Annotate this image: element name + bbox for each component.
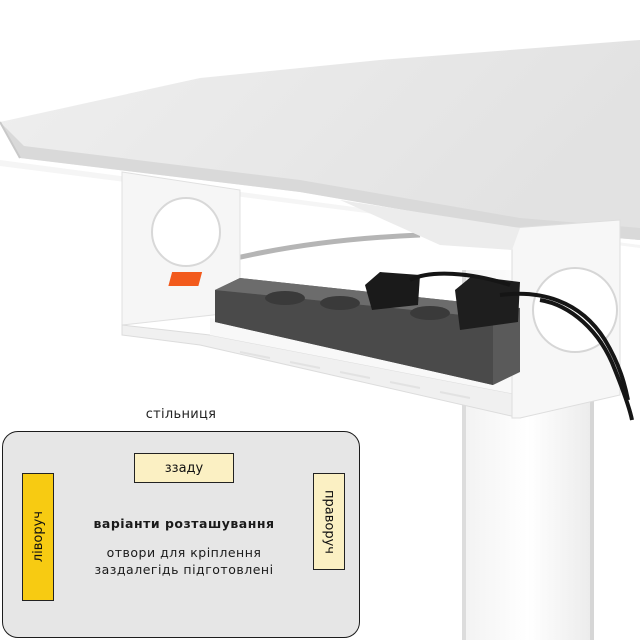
left-position-text: ліворуч [30, 511, 46, 563]
placement-diagram: ззаду ліворуч праворуч варіанти розташув… [2, 431, 360, 638]
back-position-label: ззаду [134, 453, 234, 483]
power-switch [168, 272, 203, 286]
placement-note: отвори для кріплення заздалегідь підгото… [59, 544, 309, 578]
placement-title: варіанти розташування [93, 516, 275, 531]
black-cables [409, 271, 634, 421]
left-position-label: ліворуч [22, 473, 54, 601]
note-line-2: заздалегідь підготовлені [94, 562, 274, 577]
right-position-label: праворуч [313, 473, 345, 570]
power-strip [168, 272, 520, 385]
tabletop [0, 40, 640, 248]
tabletop-caption: стільниця [145, 407, 217, 422]
note-line-1: отвори для кріплення [106, 545, 262, 560]
cable-tray [121, 171, 621, 419]
right-position-text: праворуч [321, 489, 337, 554]
